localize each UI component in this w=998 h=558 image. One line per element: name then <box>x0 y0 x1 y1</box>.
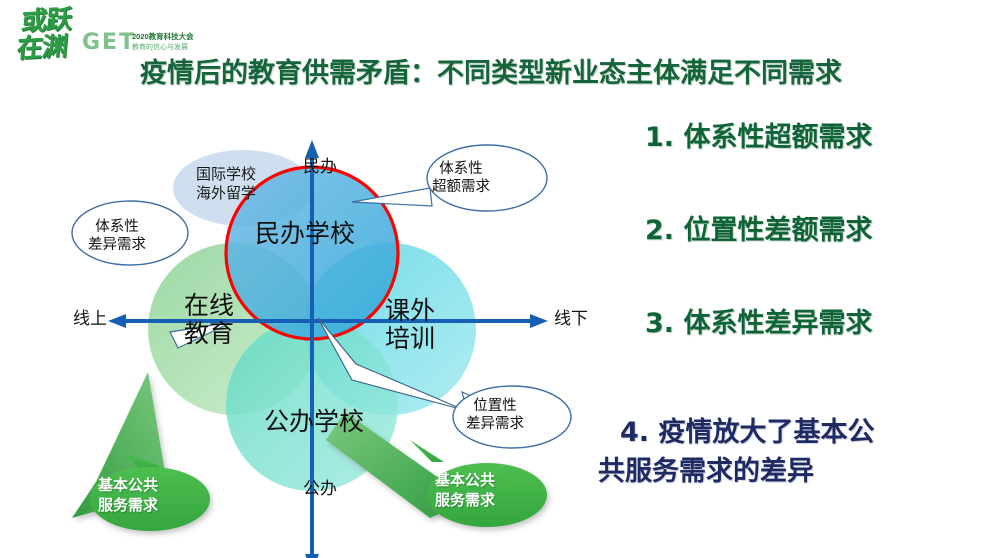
callout-systemic-excess <box>426 144 548 212</box>
callout-positional-difference <box>452 385 572 449</box>
green-bubble-right-tail <box>410 440 444 462</box>
bullet-item-1: 1. 体系性超额需求 <box>645 122 873 153</box>
bullet-item-4: 4. 疫情放大了基本公 共服务需求的差异 <box>598 413 985 491</box>
bullet-item-2: 2. 位置性差额需求 <box>645 215 873 246</box>
diagram-svg <box>71 140 572 558</box>
bullet-item-4-line1: 4. 疫情放大了基本公 <box>620 417 875 448</box>
callout-tail-topright <box>351 187 433 207</box>
slide-title: 疫情后的教育供需矛盾：不同类型新业态主体满足不同需求 <box>140 58 842 89</box>
bullet-item-3: 3. 体系性差异需求 <box>645 308 873 339</box>
logo-get-wordmark: GET <box>82 30 137 55</box>
axis-arrow-up <box>305 140 319 158</box>
callout-tail-left <box>169 321 233 349</box>
axis-arrow-left <box>108 314 126 328</box>
logo-chinese-mark: 或跃 在渊 <box>15 5 72 65</box>
venn-quadrant-diagram <box>0 110 620 558</box>
logo-subtitle-primary: 2020教育科技大会 <box>132 32 194 41</box>
green-bubble-basic-service-right <box>427 463 547 527</box>
bullet-item-4-line2: 共服务需求的差异 <box>598 456 814 487</box>
green-bubble-basic-service-left <box>90 467 210 531</box>
logo-cn-line2: 在渊 <box>15 31 69 65</box>
callout-systemic-difference <box>71 200 189 266</box>
logo-subtitle-secondary: 教育的信心与发展 <box>132 44 188 51</box>
axis-arrow-right <box>530 314 548 328</box>
axis-arrow-down <box>305 554 319 558</box>
conference-logo: 或跃 在渊 GET 2020教育科技大会 教育的信心与发展 <box>14 5 224 68</box>
